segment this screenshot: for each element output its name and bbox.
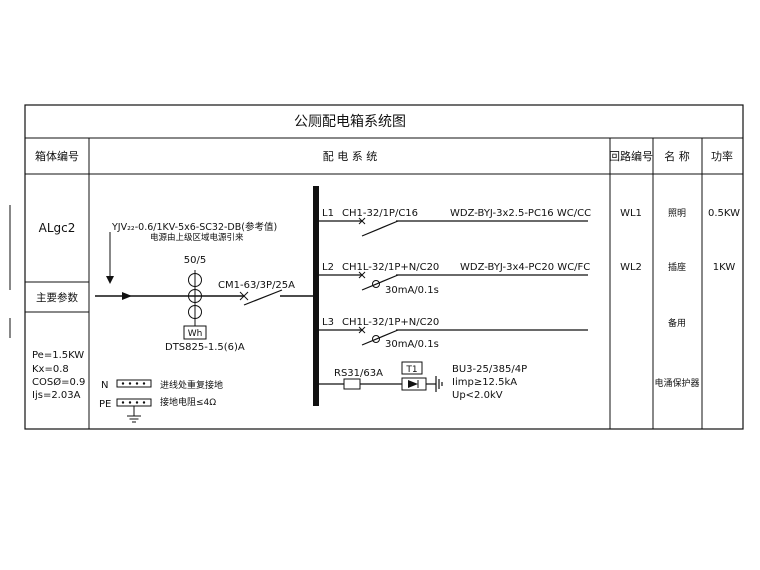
circuit-l3-phase: L3	[322, 317, 334, 328]
terminal-n-label: N	[101, 380, 108, 391]
circuit-l2-cable: WDZ-BYJ-3x4-PC20 WC/FC	[460, 262, 590, 273]
source-note: 电源由上级区域电源引来	[150, 232, 244, 243]
circuit-l1-cable: WDZ-BYJ-3x2.5-PC16 WC/CC	[450, 208, 591, 219]
main-breaker-blade	[243, 289, 283, 306]
circuit-l2-breaker: CH1L-32/1P+N/C20	[342, 262, 439, 273]
header-circuit-no: 回路编号	[609, 149, 653, 163]
spd-arrow-icon	[408, 380, 418, 388]
spd-fuse	[343, 378, 361, 390]
terminal-dot	[128, 382, 132, 385]
spd-tag-label: T1	[405, 365, 417, 375]
energy-meter	[183, 325, 207, 340]
circuit-l3-breaker-x	[358, 326, 366, 334]
terminal-pe-note: 接地电阻≤4Ω	[160, 396, 216, 408]
terminal-dot	[121, 401, 125, 404]
circuit-l2-rcd: 30mA/0.1s	[385, 285, 439, 296]
header-system: 配 电 系 统	[323, 150, 378, 163]
circuit-l1-breaker: CH1-32/1P/C16	[342, 208, 418, 219]
meter-label: Wh	[188, 329, 203, 339]
main-breaker-label: CM1-63/3P/25A	[218, 280, 295, 291]
circuit-l1-name: 照明	[668, 208, 686, 219]
circuit-l2-name: 插座	[668, 261, 686, 273]
incoming-arrow	[122, 292, 132, 300]
spd-tag	[401, 361, 423, 375]
header-power: 功率	[711, 149, 733, 163]
header-name: 名 称	[664, 149, 690, 163]
main-breaker-x	[239, 291, 249, 301]
spd-model: BU3-25/385/4P	[452, 364, 527, 375]
circuit-l3-breaker: CH1L-32/1P+N/C20	[342, 317, 439, 328]
spd-name: 电涌保护器	[654, 377, 699, 389]
incoming-cable: YJV₂₂-0.6/1KV-5x6-SC32-DB(参考值)	[111, 221, 277, 233]
circuit-l2-no: WL2	[620, 262, 642, 273]
params-title: 主要参数	[36, 291, 78, 304]
circuit-l2-phase: L2	[322, 262, 334, 273]
circuit-l1-breaker-x	[358, 217, 366, 225]
param-cos: COSØ=0.9	[32, 376, 85, 388]
param-pe: Pe=1.5KW	[32, 350, 84, 361]
busbar	[313, 186, 319, 406]
terminal-dot	[142, 382, 146, 385]
terminal-dot	[135, 382, 139, 385]
diagram-title: 公厕配电箱系统图	[294, 114, 406, 130]
circuit-l3-rcd-icon	[372, 335, 380, 343]
circuit-l1-blade	[361, 220, 399, 237]
circuit-l1-no: WL1	[620, 208, 642, 219]
param-kx: Kx=0.8	[32, 364, 69, 375]
circuit-l2-breaker-x	[358, 271, 366, 279]
ct-ratio: 50/5	[184, 255, 206, 266]
spd-imp: Iimp≥12.5kA	[452, 377, 517, 388]
terminal-n-block	[116, 379, 152, 388]
circuit-l3-rcd: 30mA/0.1s	[385, 339, 439, 350]
meter-model: DTS825-1.5(6)A	[165, 342, 245, 353]
spd-up: Up<2.0kV	[452, 390, 503, 401]
terminal-dot	[142, 401, 146, 404]
circuit-l2-rcd-icon	[372, 280, 380, 288]
terminal-pe-label: PE	[99, 399, 111, 410]
param-ijs: Ijs=2.03A	[32, 390, 81, 401]
circuit-l3-name: 备用	[668, 317, 686, 329]
terminal-dot	[135, 401, 139, 404]
incoming-arrowhead-down	[106, 276, 114, 284]
header-box-no: 箱体编号	[35, 149, 79, 163]
circuit-l3-blade	[361, 329, 399, 346]
spd-breaker-label: RS31/63A	[334, 368, 383, 379]
circuit-l1-power: 0.5KW	[708, 208, 740, 219]
terminal-n-note: 进线处重复接地	[160, 379, 223, 391]
table-frame	[24, 104, 744, 430]
circuit-l1-phase: L1	[322, 208, 334, 219]
box-id: ALgc2	[39, 221, 76, 235]
circuit-l2-power: 1KW	[713, 262, 736, 273]
circuit-l2-blade	[361, 274, 399, 291]
terminal-dot	[121, 382, 125, 385]
terminal-dot	[128, 401, 132, 404]
